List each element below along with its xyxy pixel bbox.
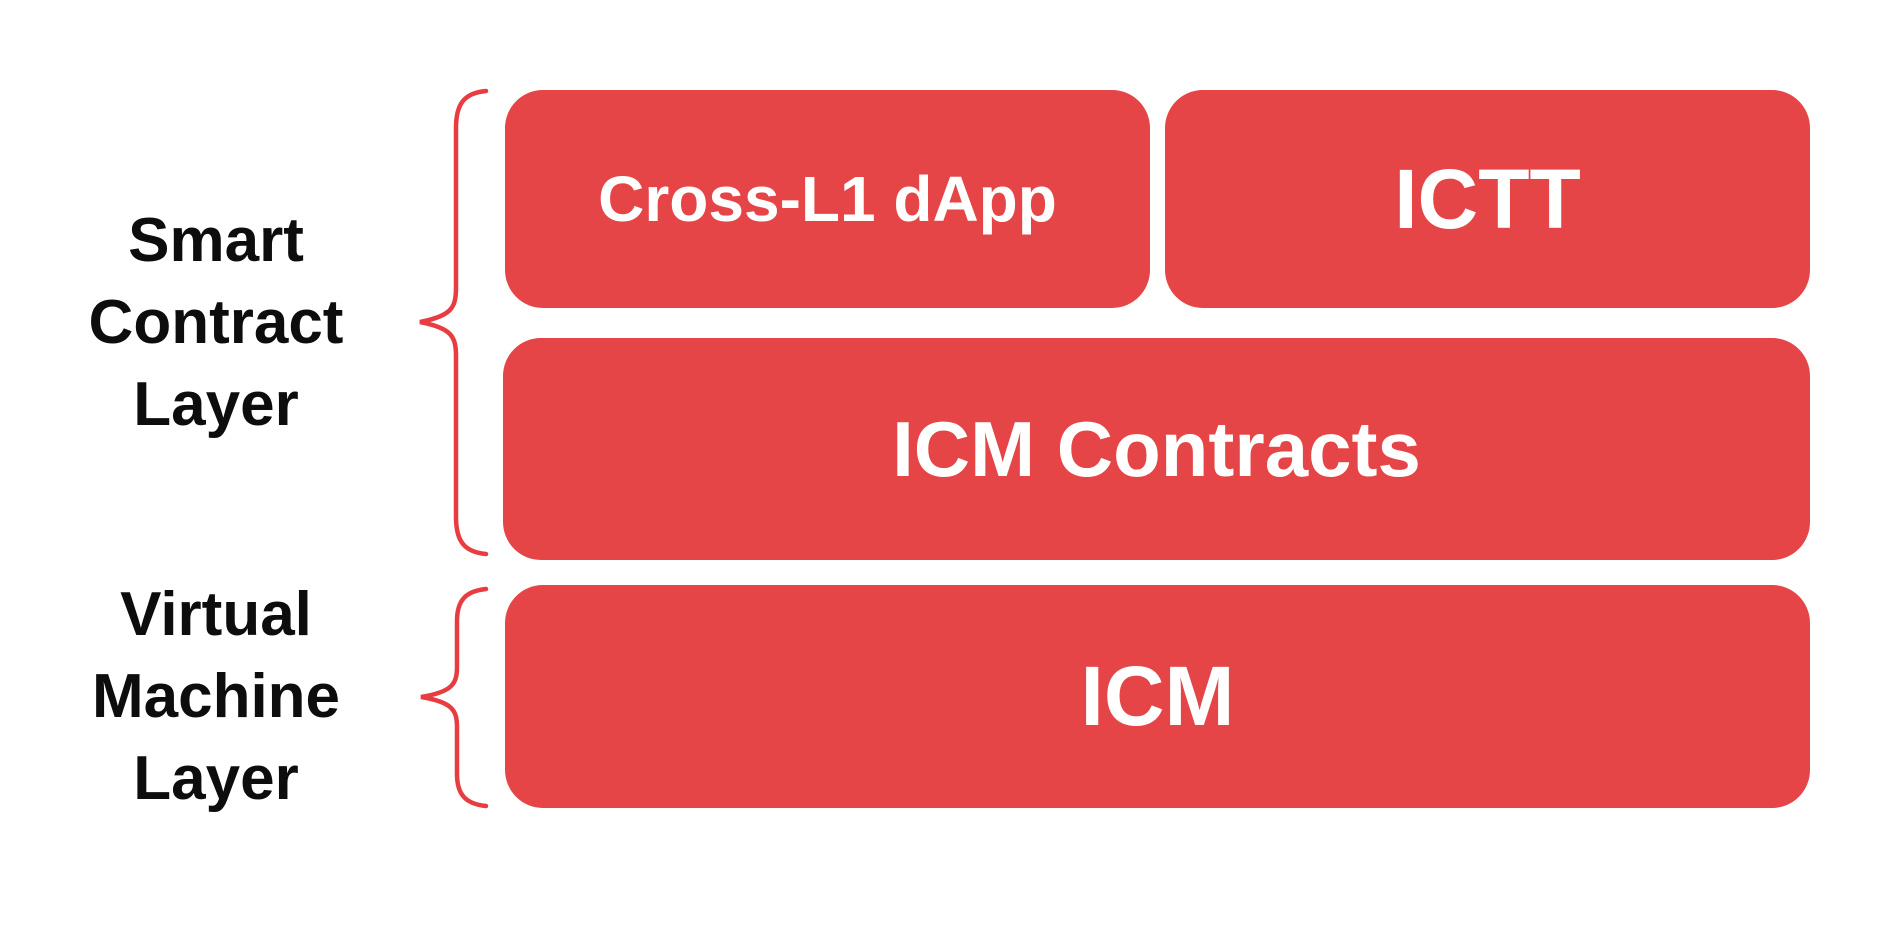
layer-label-line: Layer xyxy=(133,370,299,439)
layer-label-smart-contract: Smart Contract Layer xyxy=(0,200,432,446)
box-icm: ICM xyxy=(505,585,1810,808)
layer-label-line: Machine xyxy=(91,662,341,731)
box-icm-contracts-label: ICM Contracts xyxy=(892,404,1421,493)
box-cross-l1-dapp: Cross-L1 dApp xyxy=(505,90,1150,308)
box-icm-contracts: ICM Contracts xyxy=(503,338,1810,560)
layer-label-line: Smart xyxy=(128,206,304,275)
layer-label-line: Layer xyxy=(133,744,299,813)
layer-label-line: Contract xyxy=(88,288,344,357)
box-ictt: ICTT xyxy=(1165,90,1810,308)
box-ictt-label: ICTT xyxy=(1394,151,1581,246)
layer-label-line: Virtual xyxy=(120,580,312,649)
box-cross-l1-dapp-label: Cross-L1 dApp xyxy=(598,163,1057,235)
box-icm-label: ICM xyxy=(1080,649,1235,743)
layer-label-virtual-machine: Virtual Machine Layer xyxy=(0,574,432,820)
